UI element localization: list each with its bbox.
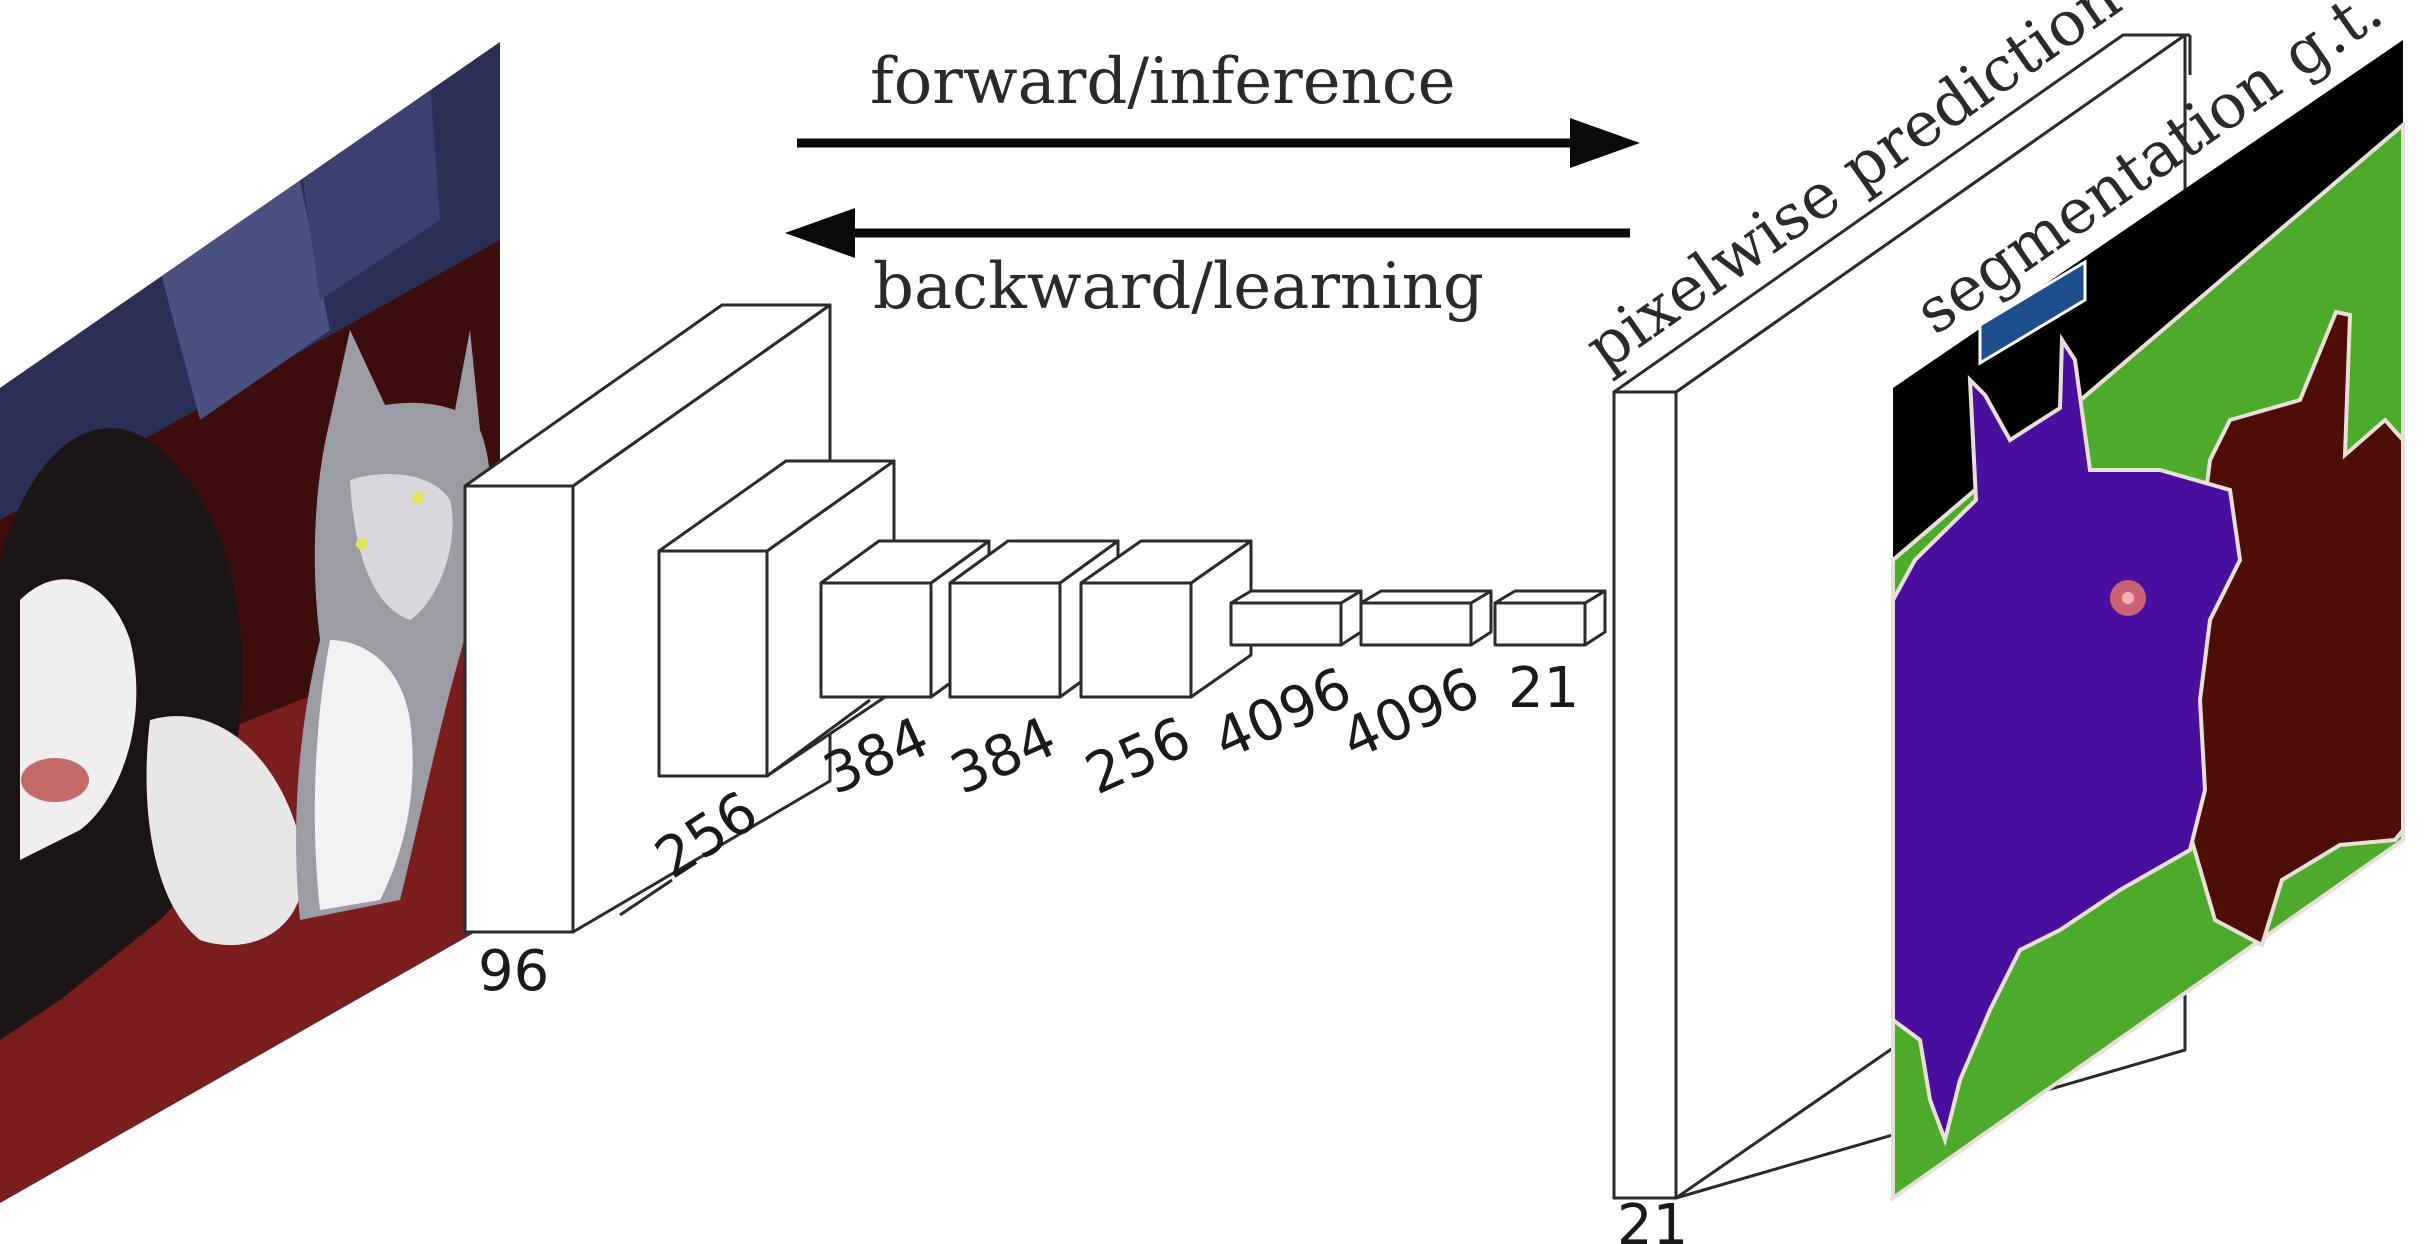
forward-label: forward/inference	[870, 45, 1456, 119]
layer-label-96: 96	[478, 939, 549, 1004]
depth-line-1	[619, 878, 673, 917]
layer-box-21	[1493, 589, 1607, 647]
layer-box-4096b	[1359, 589, 1493, 647]
gt-connector-line	[1675, 1046, 1894, 1200]
gt-dog-region	[1891, 333, 2243, 1147]
layer-label-256b: 256	[1076, 705, 1200, 808]
layer-label-21: 21	[1508, 656, 1579, 721]
layer-label-384b: 384	[941, 705, 1065, 808]
prediction-depth-label: 21	[1617, 1193, 1688, 1244]
layer-label-4096b: 4096	[1332, 655, 1489, 772]
backward-arrow	[785, 208, 1630, 258]
gt-label-bar	[1978, 259, 2087, 366]
gt-marker-core	[2122, 592, 2134, 604]
layer-box-4096a	[1229, 589, 1363, 647]
backward-label: backward/learning	[873, 250, 1484, 324]
segmentation-gt	[1891, 40, 2405, 1202]
input-photo	[0, 42, 500, 1203]
layer-box-256b	[1079, 539, 1253, 699]
depth-line-2	[766, 698, 871, 778]
forward-arrow	[797, 118, 1640, 168]
